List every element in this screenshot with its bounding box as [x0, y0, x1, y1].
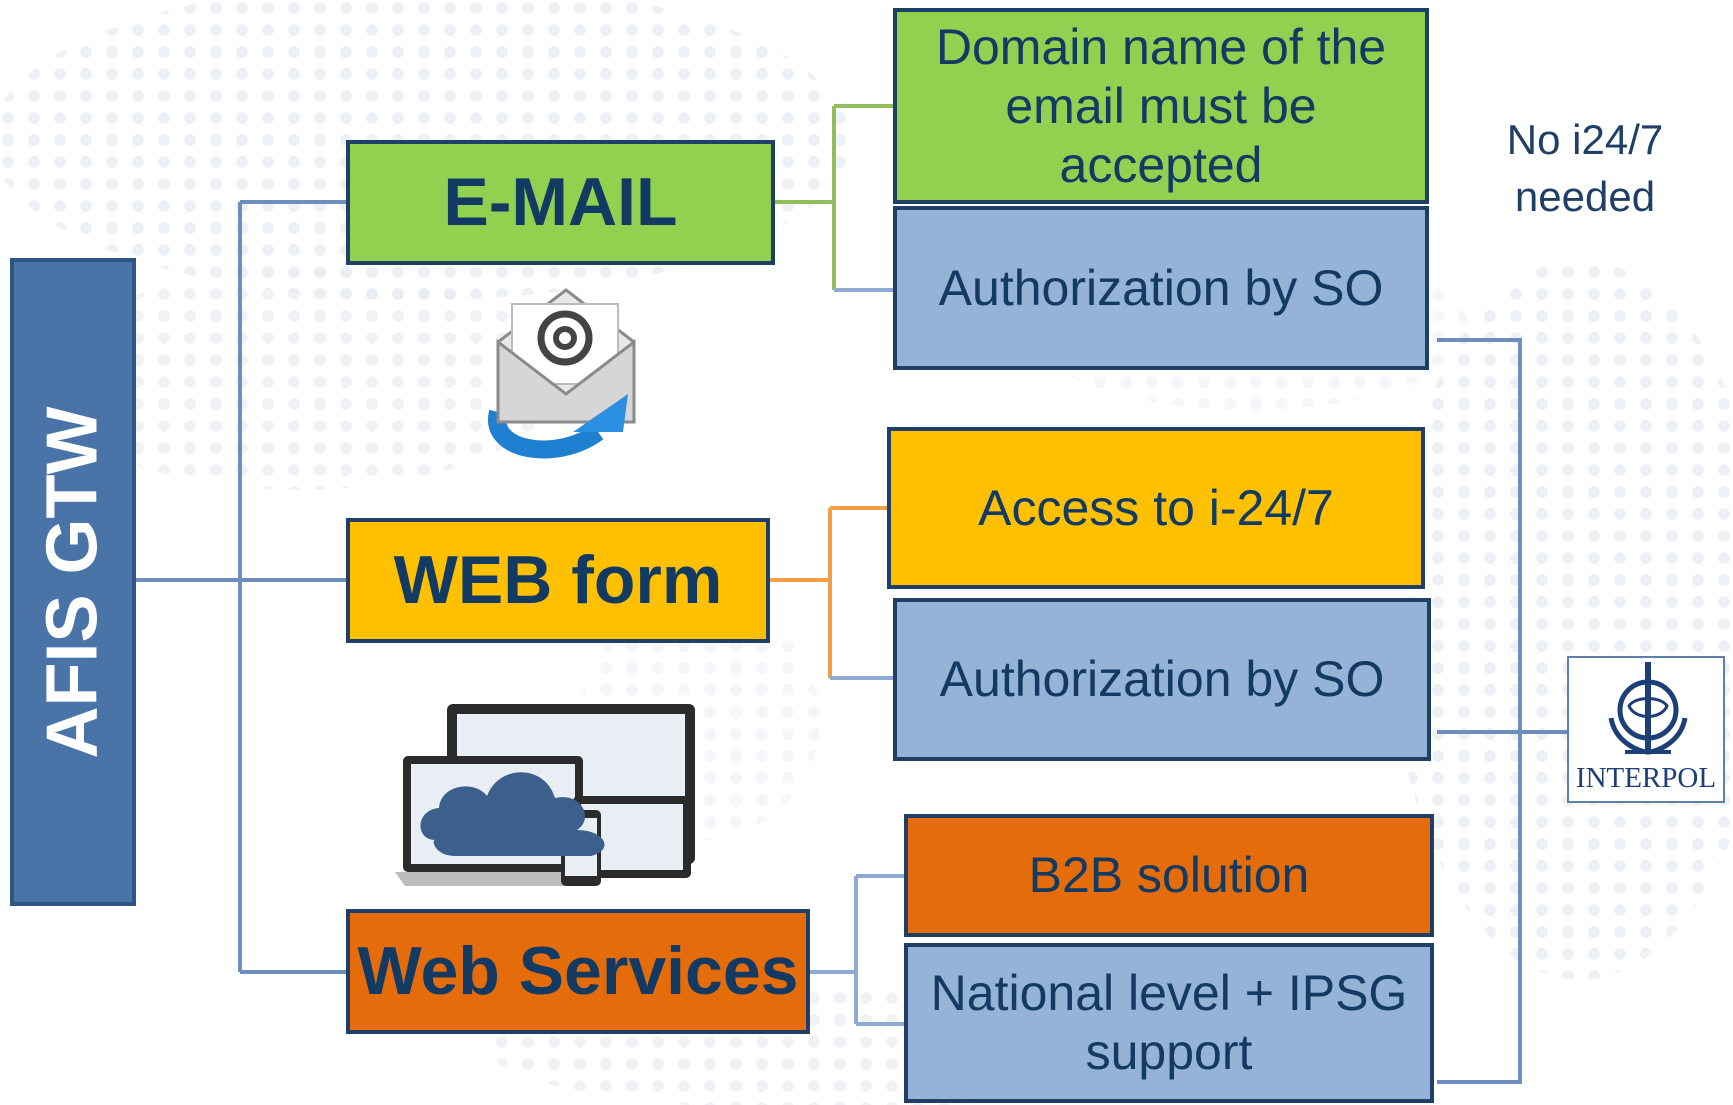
connector-webform-bracket — [770, 508, 832, 678]
webform-channel-label: WEB form — [393, 542, 723, 619]
email-authorization-requirement: Authorization by SO — [893, 206, 1429, 370]
no-i24-note-line1: No i24/7 — [1506, 116, 1664, 163]
email-domain-requirement-text: Domain name of the email must be accepte… — [935, 18, 1387, 193]
cloud-devices-icon — [395, 704, 695, 886]
no-i24-note: No i24/7 needed — [1470, 112, 1700, 225]
afis-gtw-label: AFIS GTW — [32, 406, 113, 758]
no-i24-note-line2: needed — [1514, 172, 1656, 220]
afis-gtw-box: AFIS GTW — [10, 258, 136, 906]
ws-national-requirement: National level + IPSG support — [904, 943, 1434, 1103]
webservices-channel-label: Web Services — [357, 933, 799, 1010]
ws-b2b-requirement: B2B solution — [904, 814, 1434, 937]
email-channel-box: E-MAIL — [346, 140, 775, 265]
email-envelope-icon — [488, 288, 636, 459]
email-domain-requirement: Domain name of the email must be accepte… — [893, 8, 1429, 204]
interpol-label: INTERPOL — [1575, 762, 1717, 794]
ws-b2b-requirement-text: B2B solution — [1028, 847, 1310, 903]
webservices-channel-box: Web Services — [346, 909, 810, 1034]
ws-national-requirement-text: National level + IPSG support — [930, 965, 1408, 1080]
connector-ws-bracket — [810, 876, 858, 1024]
webform-channel-box: WEB form — [346, 518, 770, 643]
email-channel-label: E-MAIL — [443, 164, 678, 241]
email-authorization-requirement-text: Authorization by SO — [938, 259, 1384, 316]
webform-access-requirement: Access to i-24/7 — [887, 427, 1425, 589]
webform-access-requirement-text: Access to i-24/7 — [978, 479, 1334, 536]
interpol-logo: INTERPOL — [1567, 656, 1725, 803]
connector-right-bracket — [1437, 338, 1522, 1084]
interpol-emblem-icon — [1608, 662, 1688, 755]
connector-email-bracket — [775, 106, 836, 290]
webform-authorization-requirement: Authorization by SO — [893, 598, 1431, 761]
webform-authorization-requirement-text: Authorization by SO — [939, 651, 1385, 707]
